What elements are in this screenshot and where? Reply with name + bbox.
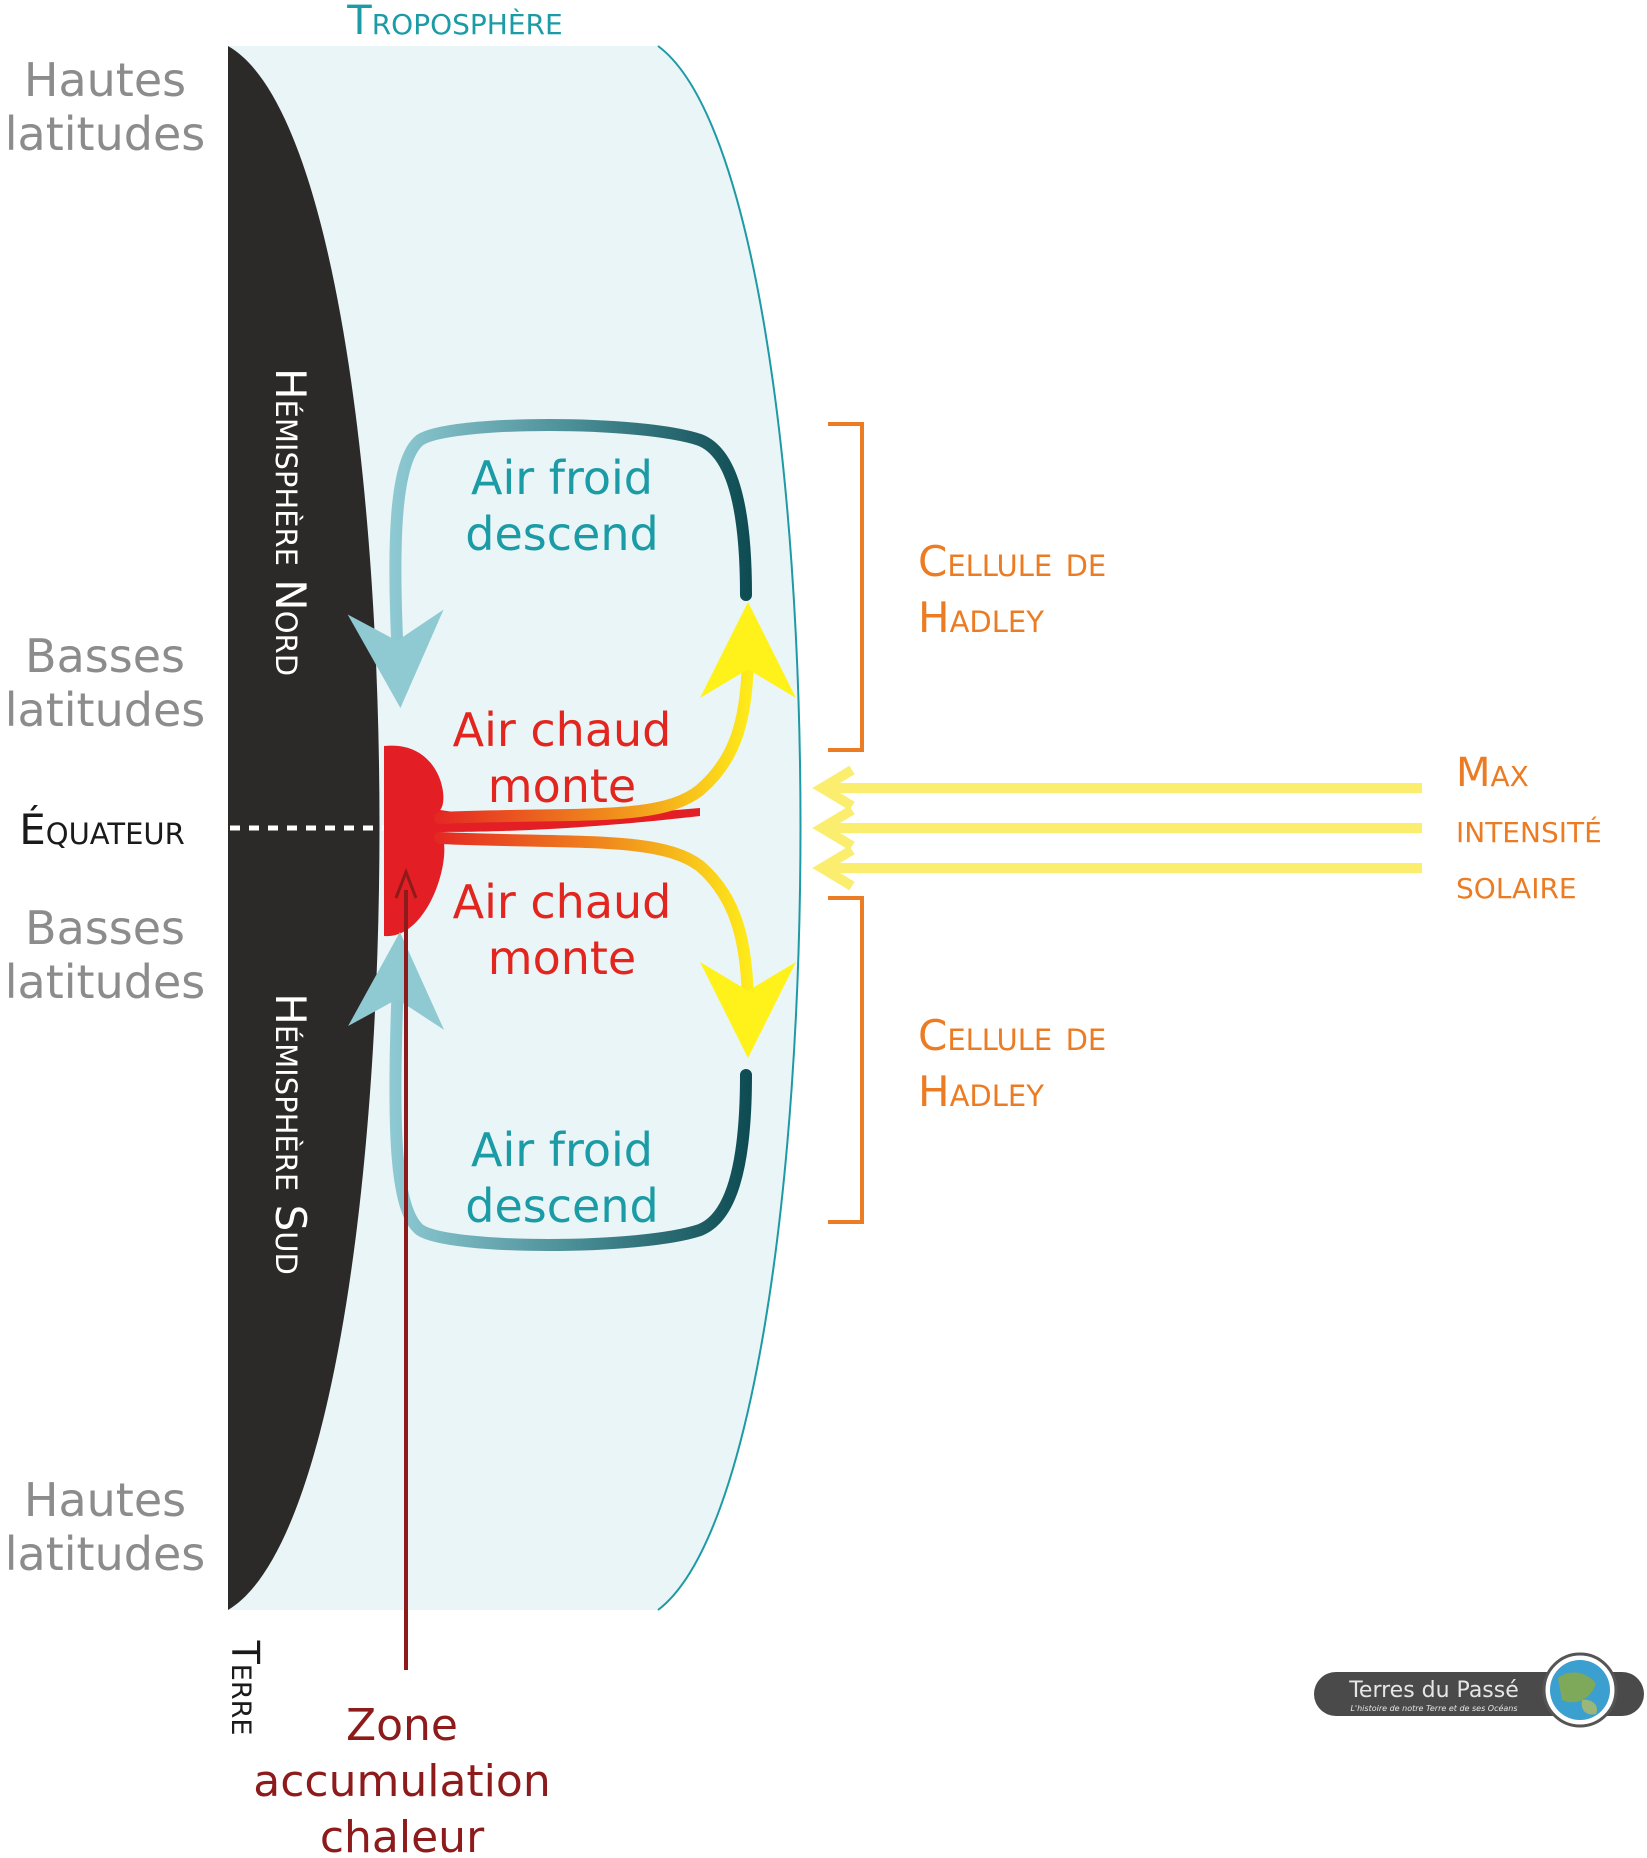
cold-air-south-label-1: Air froid <box>471 1123 653 1177</box>
hot-air-source <box>384 745 700 937</box>
logo-title: Terres du Passé <box>1348 1678 1519 1703</box>
cold-air-south-label-2: descend <box>465 1179 658 1233</box>
troposphere-label: Troposphère <box>346 0 562 44</box>
terres-du-passe-logo: Terres du Passé L'histoire de notre Terr… <box>1314 1652 1644 1728</box>
logo-tagline: L'histoire de notre Terre et de ses Océa… <box>1350 1703 1517 1713</box>
hadley-south-bracket <box>828 896 864 1224</box>
earth-body <box>228 46 380 1610</box>
basses-latitudes-north-1: Basses <box>25 629 185 683</box>
cold-air-north-label-1: Air froid <box>471 451 653 505</box>
basses-latitudes-south-2: latitudes <box>5 955 205 1009</box>
cold-air-north-label-2: descend <box>465 507 658 561</box>
hautes-latitudes-bottom-2: latitudes <box>5 1527 205 1581</box>
hot-air-north-label-1: Air chaud <box>453 703 672 757</box>
hot-air-north-arrow <box>434 602 796 824</box>
heat-zone-label-2: accumulation <box>253 1756 550 1807</box>
hadley-north-label-1: Cellule de <box>918 537 1106 586</box>
heat-zone-arrowhead <box>394 867 418 899</box>
basses-latitudes-north-2: latitudes <box>5 683 205 737</box>
hautes-latitudes-top-2: latitudes <box>5 107 205 161</box>
hot-air-south-arrow <box>434 832 796 1058</box>
hemisphere-south-label: Hémisphère Sud <box>266 993 315 1275</box>
hadley-north-label-2: Hadley <box>918 593 1044 642</box>
heat-zone-label-1: Zone <box>346 1700 458 1751</box>
hautes-latitudes-bottom-1: Hautes <box>24 1473 186 1527</box>
hautes-latitudes-top-1: Hautes <box>24 53 186 107</box>
max-solar-label-2: intensité <box>1456 806 1602 852</box>
hadley-north-bracket <box>828 422 864 752</box>
basses-latitudes-south-1: Basses <box>25 901 185 955</box>
solar-rays <box>812 765 1422 891</box>
troposphere-outline <box>657 45 802 1611</box>
heat-zone-label-3: chaleur <box>320 1812 485 1858</box>
cold-air-south-arrow <box>348 932 752 1251</box>
max-solar-label-3: solaire <box>1456 862 1577 908</box>
hot-air-south-label-2: monte <box>488 931 636 985</box>
equator-label: Équateur <box>19 804 185 854</box>
max-solar-label-1: Max <box>1456 750 1529 796</box>
cold-air-north-arrow <box>347 419 752 708</box>
earth-label: Terre <box>223 1640 267 1736</box>
hemisphere-north-label: Hémisphère Nord <box>266 368 315 676</box>
hot-air-south-label-1: Air chaud <box>453 875 672 929</box>
hadley-south-label-2: Hadley <box>918 1067 1044 1116</box>
hot-air-north-label-2: monte <box>488 759 636 813</box>
hadley-south-label-1: Cellule de <box>918 1011 1106 1060</box>
